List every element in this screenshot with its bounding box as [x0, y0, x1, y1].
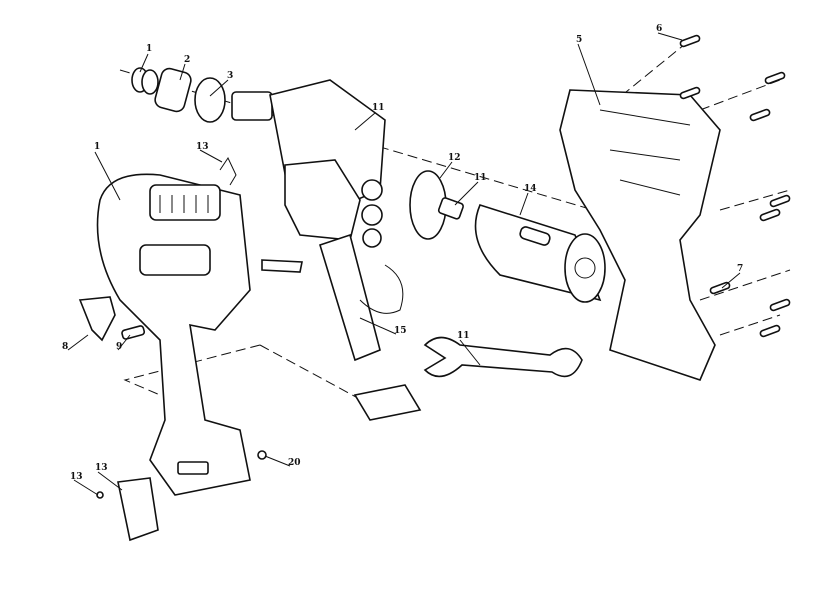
hanger-clip	[219, 156, 237, 186]
leader-lines	[67, 32, 741, 496]
hammer-case	[474, 204, 606, 303]
callout-label: 12	[448, 153, 461, 163]
belt-clip	[117, 477, 159, 542]
trigger	[78, 296, 116, 342]
callout-label: 20	[288, 458, 301, 468]
switch-bracket	[261, 259, 303, 273]
right-housing	[559, 89, 721, 381]
callout-label: 9	[116, 342, 122, 352]
callout-label: 7	[737, 264, 743, 274]
spanner	[423, 336, 583, 378]
callout-label: 5	[576, 35, 582, 45]
control-board	[319, 233, 422, 421]
callout-label: 3	[227, 71, 233, 81]
left-housing	[96, 173, 251, 496]
callout-label: 8	[62, 342, 68, 352]
callout-label: 11	[457, 331, 470, 341]
callout-label: 2	[184, 55, 190, 65]
lanyard-screw	[257, 450, 267, 460]
callout-label: 1	[94, 142, 100, 152]
callout-label: 14	[524, 184, 537, 194]
motor-gearbox	[231, 79, 386, 248]
callout-label: 13	[196, 142, 209, 152]
callout-label: 13	[70, 472, 83, 482]
callout-label: 1	[146, 44, 152, 54]
callout-labels: 1 2 3 11 13 1 5 6 12 11 14 7 8 9 15 11 1…	[62, 24, 743, 482]
callout-label: 15	[394, 326, 407, 336]
spring	[121, 325, 146, 340]
callout-label: 6	[656, 24, 662, 34]
callout-label: 11	[372, 103, 385, 113]
front-rings	[131, 67, 226, 123]
clip-screw	[96, 491, 104, 499]
callout-label: 13	[95, 463, 108, 473]
callout-label: 11	[474, 173, 487, 183]
